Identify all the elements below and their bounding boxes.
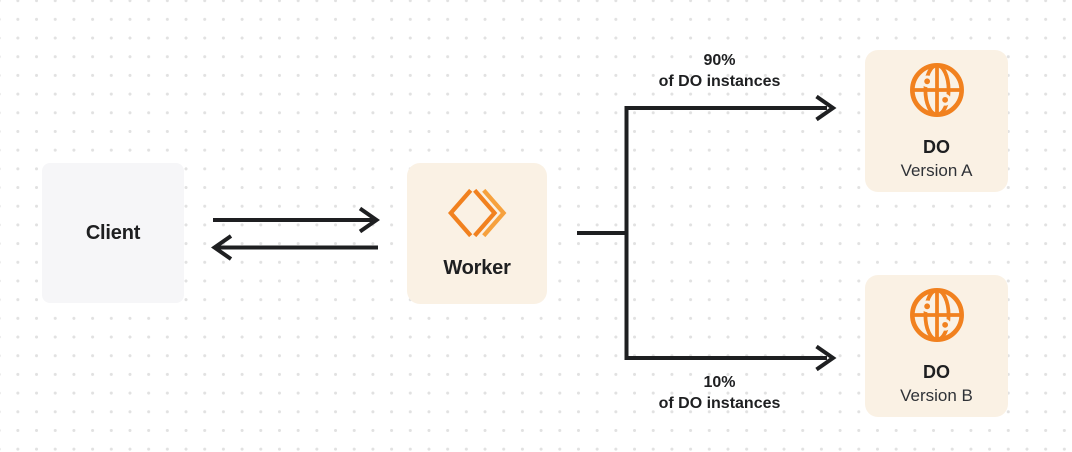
split-b-caption: of DO instances bbox=[658, 395, 781, 412]
split-a-percent: 90% bbox=[703, 52, 736, 69]
do-b-title: DO bbox=[923, 361, 950, 382]
arrow-to-do-b-head bbox=[815, 344, 837, 372]
client-label: Client bbox=[85, 222, 141, 244]
split-a-label: 90% of DO instances bbox=[622, 50, 817, 92]
split-a-caption: of DO instances bbox=[658, 73, 781, 90]
split-b-label: 10% of DO instances bbox=[622, 372, 817, 414]
arrow-to-do-a-head bbox=[815, 94, 837, 122]
worker-label: Worker bbox=[443, 256, 511, 279]
cloudflare-workers-icon bbox=[447, 188, 507, 238]
client-node: Client bbox=[42, 163, 184, 303]
arrow-client-to-worker-head bbox=[358, 206, 380, 234]
do-a-title: DO bbox=[923, 136, 950, 157]
worker-node: Worker bbox=[407, 163, 547, 304]
durable-object-globe-icon bbox=[908, 286, 966, 344]
arrow-worker-to-client-head bbox=[211, 234, 233, 261]
do-version-b-node: DO Version B bbox=[865, 275, 1008, 417]
do-b-subtitle: Version B bbox=[900, 385, 973, 405]
do-version-a-node: DO Version A bbox=[865, 50, 1008, 192]
do-a-subtitle: Version A bbox=[900, 160, 973, 180]
durable-object-globe-icon bbox=[908, 61, 966, 119]
split-b-percent: 10% bbox=[703, 374, 736, 391]
